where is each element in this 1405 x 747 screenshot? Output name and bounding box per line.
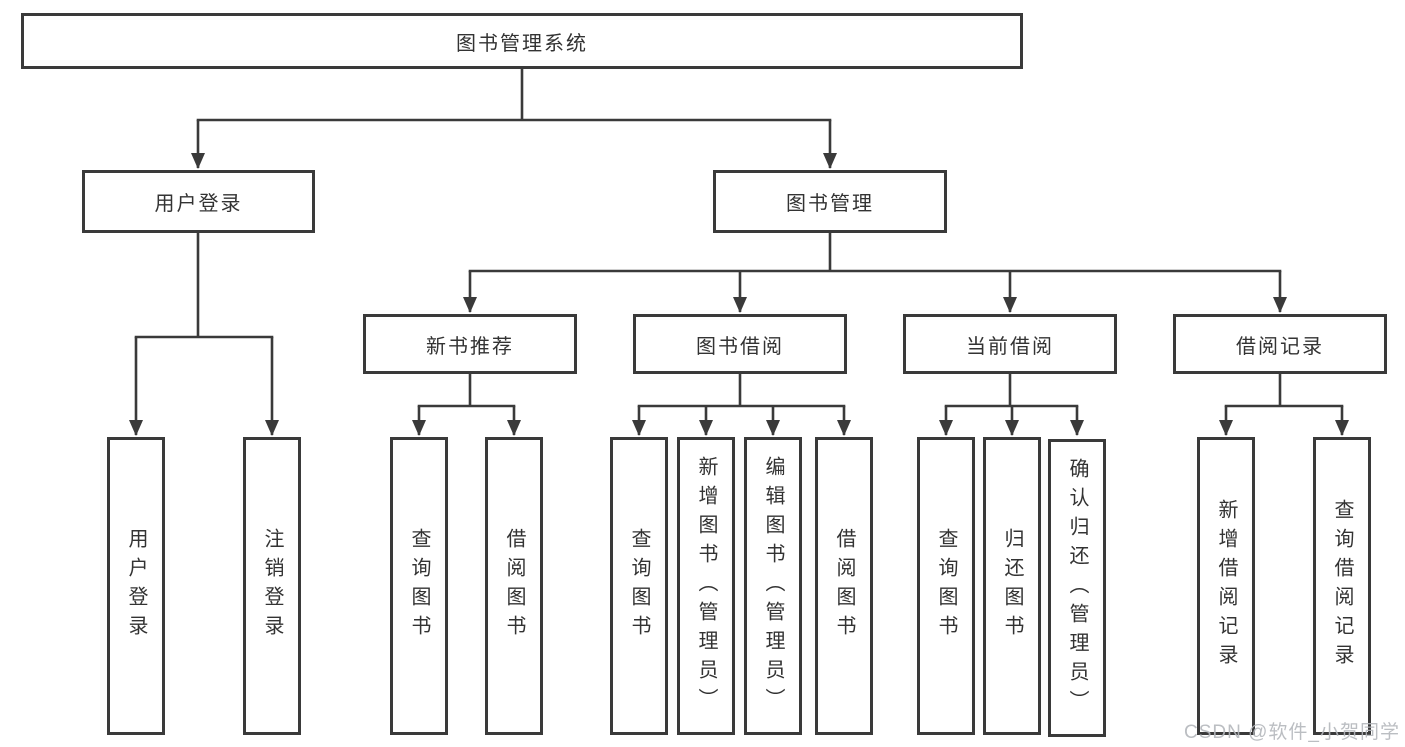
connector-newbooks-trunk	[417, 374, 516, 408]
node-new-book-recommend: 新书推荐	[363, 314, 577, 374]
leaf-current-query-books: 查询图书	[917, 437, 975, 735]
connector-bookborrow-trunk	[637, 374, 846, 408]
connector-records-trunk	[1224, 374, 1344, 408]
leaf-borrow-add-books-admin: 新增图书（管理员）	[677, 437, 735, 735]
leaf-current-return-books: 归还图书	[983, 437, 1041, 735]
leaf-records-query-record: 查询借阅记录	[1313, 437, 1371, 735]
node-borrow-records: 借阅记录	[1173, 314, 1387, 374]
leaf-logout: 注销登录	[243, 437, 301, 735]
connector-currentborrow-trunk	[944, 374, 1079, 408]
leaf-records-add-record: 新增借阅记录	[1197, 437, 1255, 735]
leaf-newbooks-query-books: 查询图书	[390, 437, 448, 735]
leaf-current-confirm-return-admin: 确认归还（管理员）	[1048, 439, 1106, 737]
connector-bookmgmt-trunk	[468, 233, 1282, 273]
node-root: 图书管理系统	[21, 13, 1023, 69]
leaf-newbooks-borrow-books: 借阅图书	[485, 437, 543, 735]
node-current-borrow: 当前借阅	[903, 314, 1117, 374]
leaf-borrow-query-books: 查询图书	[610, 437, 668, 735]
connector-root-trunk	[196, 69, 832, 122]
leaf-borrow-borrow-books: 借阅图书	[815, 437, 873, 735]
node-book-borrow: 图书借阅	[633, 314, 847, 374]
node-book-management: 图书管理	[713, 170, 947, 233]
node-user-login: 用户登录	[82, 170, 315, 233]
leaf-borrow-edit-books-admin: 编辑图书（管理员）	[744, 437, 802, 735]
connector-userlogin-trunk	[134, 233, 274, 339]
leaf-user-login: 用户登录	[107, 437, 165, 735]
watermark: CSDN @软件_小贺同学	[1184, 722, 1400, 743]
